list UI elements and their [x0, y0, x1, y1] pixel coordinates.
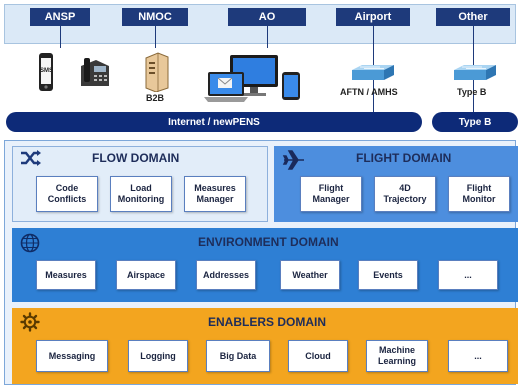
code-conflicts-box: Code Conflicts [36, 176, 98, 212]
connector-line [60, 26, 61, 48]
network-switch-icon [452, 64, 498, 86]
enablers-domain-title: ENABLERS DOMAIN [208, 315, 327, 329]
weather-box: Weather [280, 260, 340, 290]
typeb-device-label: Type B [457, 87, 487, 97]
machine-learning-box: Machine Learning [366, 340, 428, 372]
4d-trajectory-box: 4D Trajectory [374, 176, 436, 212]
flight-monitor-box: Flight Monitor [448, 176, 510, 212]
connector-line [267, 26, 268, 48]
load-monitoring-box: Load Monitoring [110, 176, 172, 212]
more-environment-box: ... [438, 260, 498, 290]
b2b-label: B2B [146, 93, 165, 103]
measures-box: Measures [36, 260, 96, 290]
airspace-box: Airspace [116, 260, 176, 290]
internet-newpens-bar: Internet / newPENS [6, 112, 422, 132]
cloud-box: Cloud [288, 340, 348, 372]
big-data-box: Big Data [206, 340, 270, 372]
flow-domain-title: FLOW DOMAIN [92, 151, 180, 165]
environment-domain-title: ENVIRONMENT DOMAIN [198, 235, 339, 249]
stakeholder-ansp: ANSP [30, 8, 90, 26]
messaging-box: Messaging [36, 340, 108, 372]
aftn-amhs-label: AFTN / AMHS [340, 87, 398, 97]
more-enablers-box: ... [448, 340, 508, 372]
measures-manager-box: Measures Manager [184, 176, 246, 212]
airplane-icon [282, 148, 306, 172]
sms-label: SMS [40, 68, 54, 74]
events-box: Events [358, 260, 418, 290]
globe-icon [20, 233, 40, 253]
environment-domain-panel [12, 228, 518, 302]
desk-phone-icon [78, 56, 112, 90]
logging-box: Logging [128, 340, 188, 372]
gear-icon [20, 312, 40, 332]
stakeholder-ao: AO [228, 8, 306, 26]
network-switch-icon [350, 64, 396, 86]
stakeholder-nmoc: NMOC [122, 8, 188, 26]
stakeholder-airport: Airport [336, 8, 410, 26]
typeb-network-bar: Type B [432, 112, 518, 132]
server-icon [142, 52, 170, 93]
addresses-box: Addresses [196, 260, 256, 290]
connector-line [155, 26, 156, 48]
flight-manager-box: Flight Manager [300, 176, 362, 212]
shuffle-icon [20, 150, 42, 166]
mobile-phone-icon [38, 52, 54, 92]
stakeholder-other: Other [436, 8, 510, 26]
flight-domain-title: FLIGHT DOMAIN [356, 151, 452, 165]
computers-icon [204, 54, 304, 108]
